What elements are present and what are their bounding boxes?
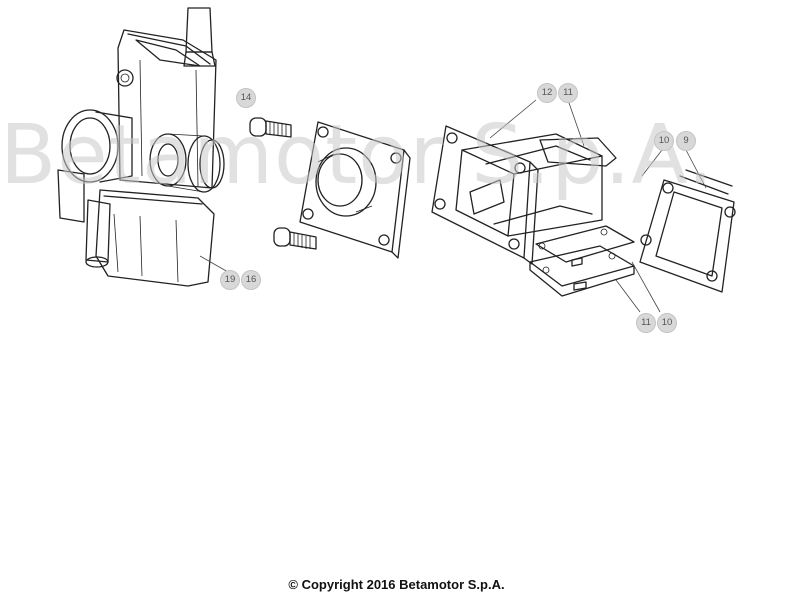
screw-upper — [249, 117, 292, 138]
callout-19[interactable]: 19 — [220, 270, 240, 290]
gasket — [639, 169, 736, 293]
callout-10-bottom[interactable]: 10 — [657, 313, 677, 333]
copyright-notice: © Copyright 2016 Betamotor S.p.A. — [288, 577, 505, 592]
screw-lower — [273, 227, 317, 250]
reed-petal-lower — [529, 245, 635, 297]
reed-petal-upper — [535, 225, 635, 267]
callout-11-bottom[interactable]: 11 — [636, 313, 656, 333]
reed-valve-block — [431, 125, 617, 265]
carburetor — [57, 7, 225, 287]
callout-9[interactable]: 9 — [676, 131, 696, 151]
callout-14[interactable]: 14 — [236, 88, 256, 108]
intake-flange — [299, 121, 411, 259]
callout-12[interactable]: 12 — [537, 83, 557, 103]
leader-lines — [199, 99, 707, 313]
callout-10-top[interactable]: 10 — [654, 131, 674, 151]
callout-11-top[interactable]: 11 — [558, 83, 578, 103]
callout-16[interactable]: 16 — [241, 270, 261, 290]
